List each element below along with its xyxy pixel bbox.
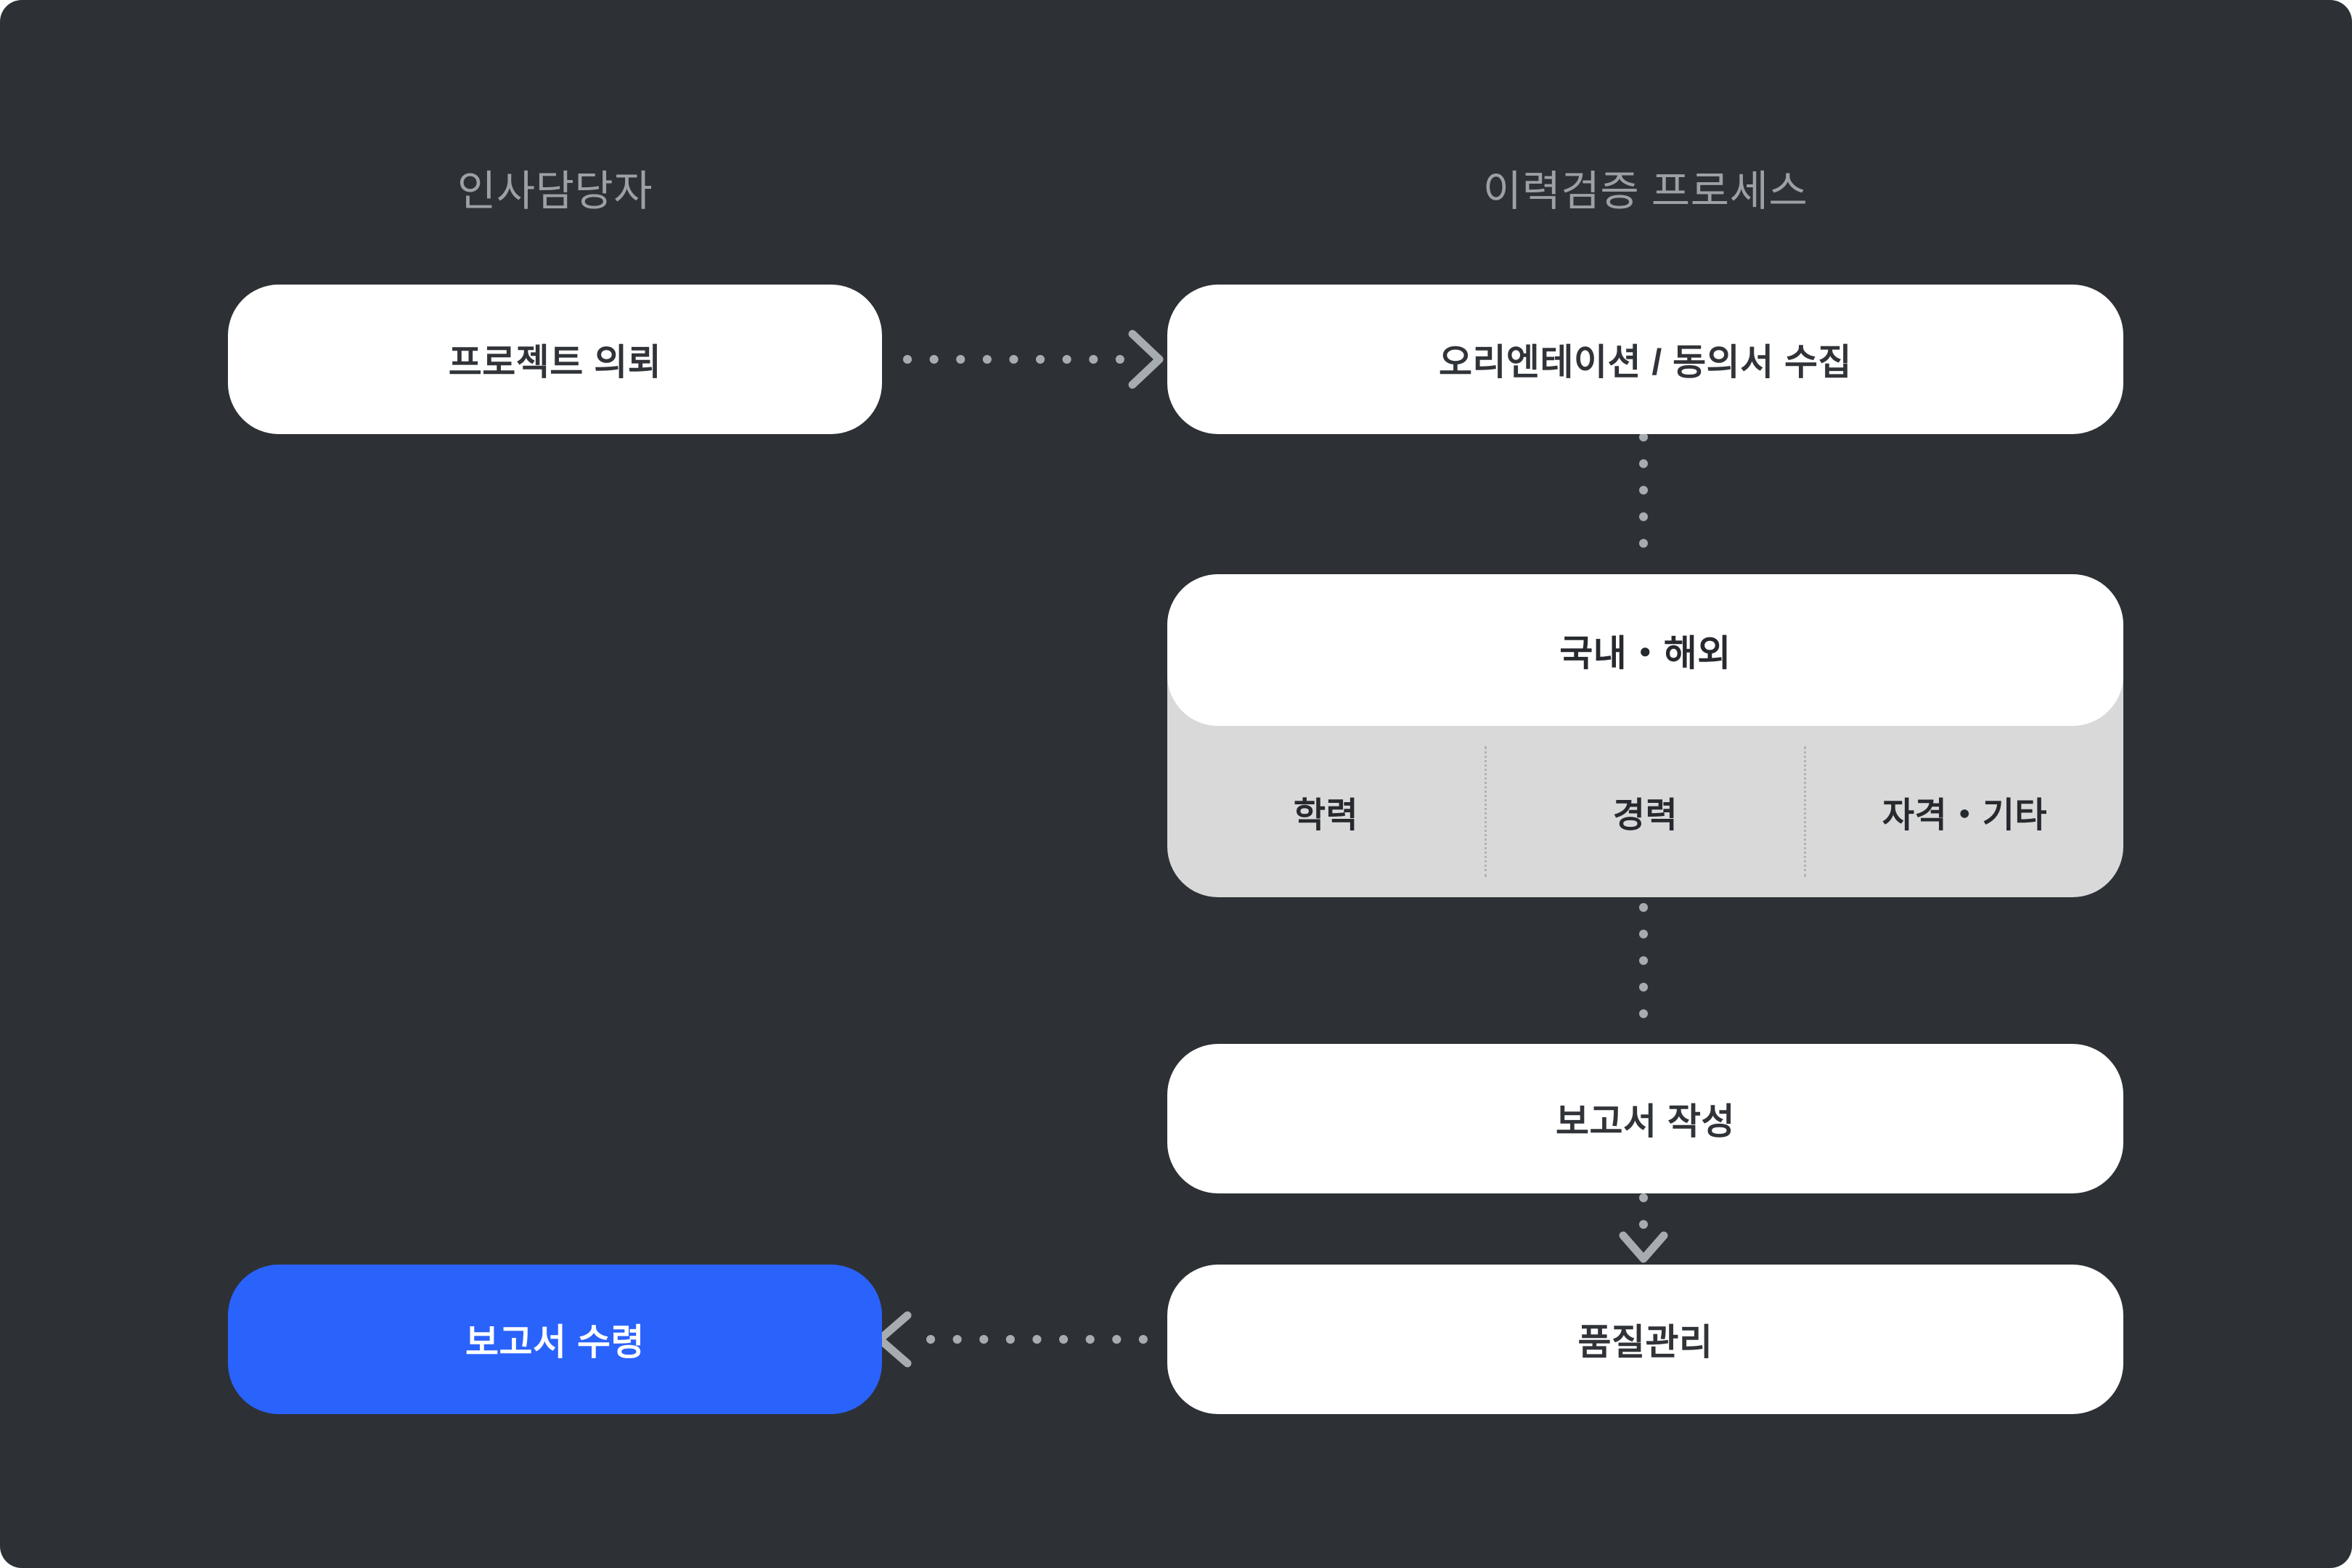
- node-report-writing: 보고서 작성: [1167, 1044, 2123, 1193]
- node-orientation-consent: 오리엔테이션 / 동의서 수집: [1167, 285, 2123, 434]
- cell-education: 학력: [1293, 796, 1359, 835]
- cell-career: 경력: [1485, 746, 1804, 877]
- node-project-request: 프로젝트 의뢰: [228, 285, 882, 434]
- column-title-verification-process: 이력검증 프로세스: [1482, 168, 1808, 215]
- node-report-receive: 보고서 수령: [228, 1265, 882, 1414]
- group-cells: 학력 경력 자격・기타: [1167, 726, 2123, 897]
- cell-qualification-etc: 자격・기타: [1804, 746, 2123, 877]
- group-header-domestic-overseas: 국내・해외: [1167, 574, 2123, 726]
- node-quality-control: 품질관리: [1167, 1265, 2123, 1414]
- group-verification-scope: 국내・해외 학력 경력 자격・기타: [1167, 574, 2123, 897]
- column-title-hr-manager: 인사담당자: [457, 168, 653, 215]
